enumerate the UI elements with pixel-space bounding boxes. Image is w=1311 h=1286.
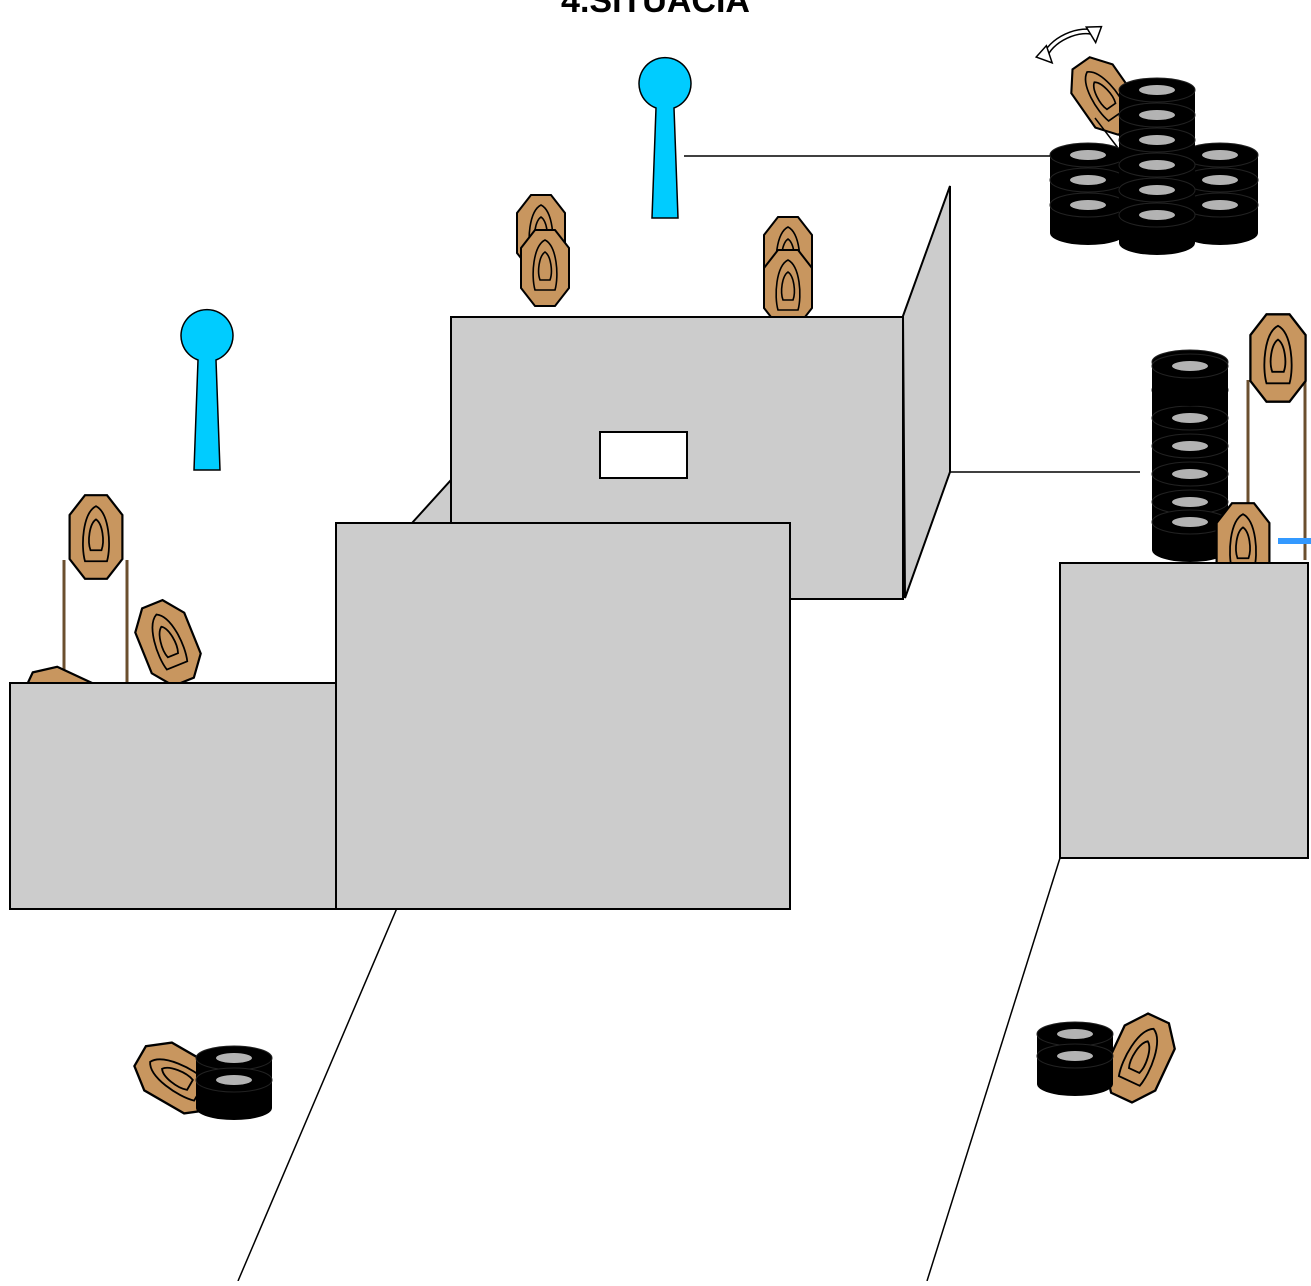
front-wall	[335, 522, 791, 910]
left-low-wall	[9, 682, 337, 910]
wall-window	[599, 431, 688, 479]
side-wall	[901, 185, 951, 599]
diagram-title: 4.SITUÁCIA	[561, 0, 750, 20]
shooter-position-icon	[638, 56, 692, 219]
floor-line-left	[237, 907, 398, 1282]
right-wall	[1059, 562, 1309, 859]
paper-target-icon	[1215, 313, 1311, 588]
tire-stack-icon	[125, 1031, 273, 1125]
tire-stack-icon	[1049, 47, 1259, 256]
paper-target-icon	[15, 494, 210, 743]
floor-line-right	[926, 857, 1061, 1282]
shooter-position-icon	[180, 308, 234, 471]
swinging-target-icon	[1034, 25, 1103, 65]
tire-stack-icon	[1036, 1005, 1185, 1111]
